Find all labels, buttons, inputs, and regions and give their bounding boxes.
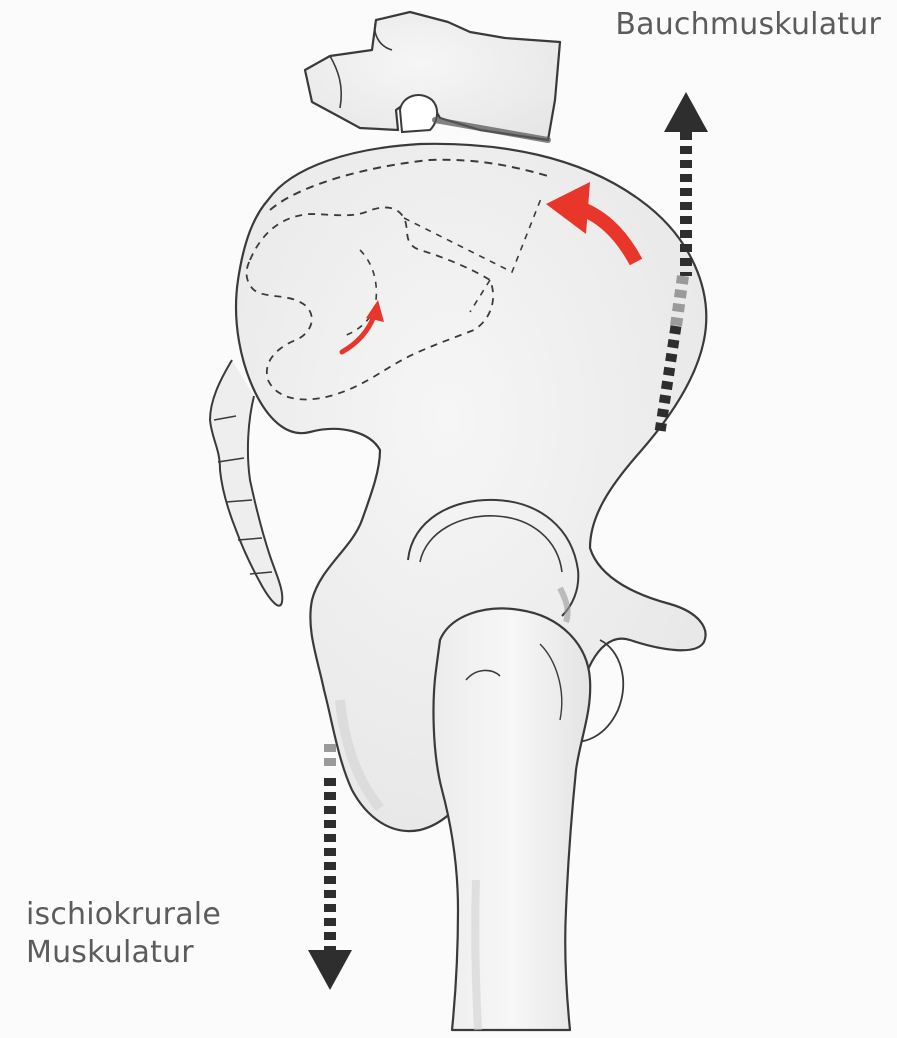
hamstrings-label-line1: ischiokrurale bbox=[26, 896, 221, 934]
femur bbox=[434, 608, 591, 1030]
hamstrings-force-arrow bbox=[308, 744, 352, 990]
hamstrings-label-line2: Muskulatur bbox=[26, 934, 221, 972]
hamstrings-label: ischiokrurale Muskulatur bbox=[26, 896, 221, 972]
abdominal-muscles-label: Bauchmuskulatur bbox=[615, 6, 881, 44]
lumbar-vertebra bbox=[305, 12, 560, 140]
